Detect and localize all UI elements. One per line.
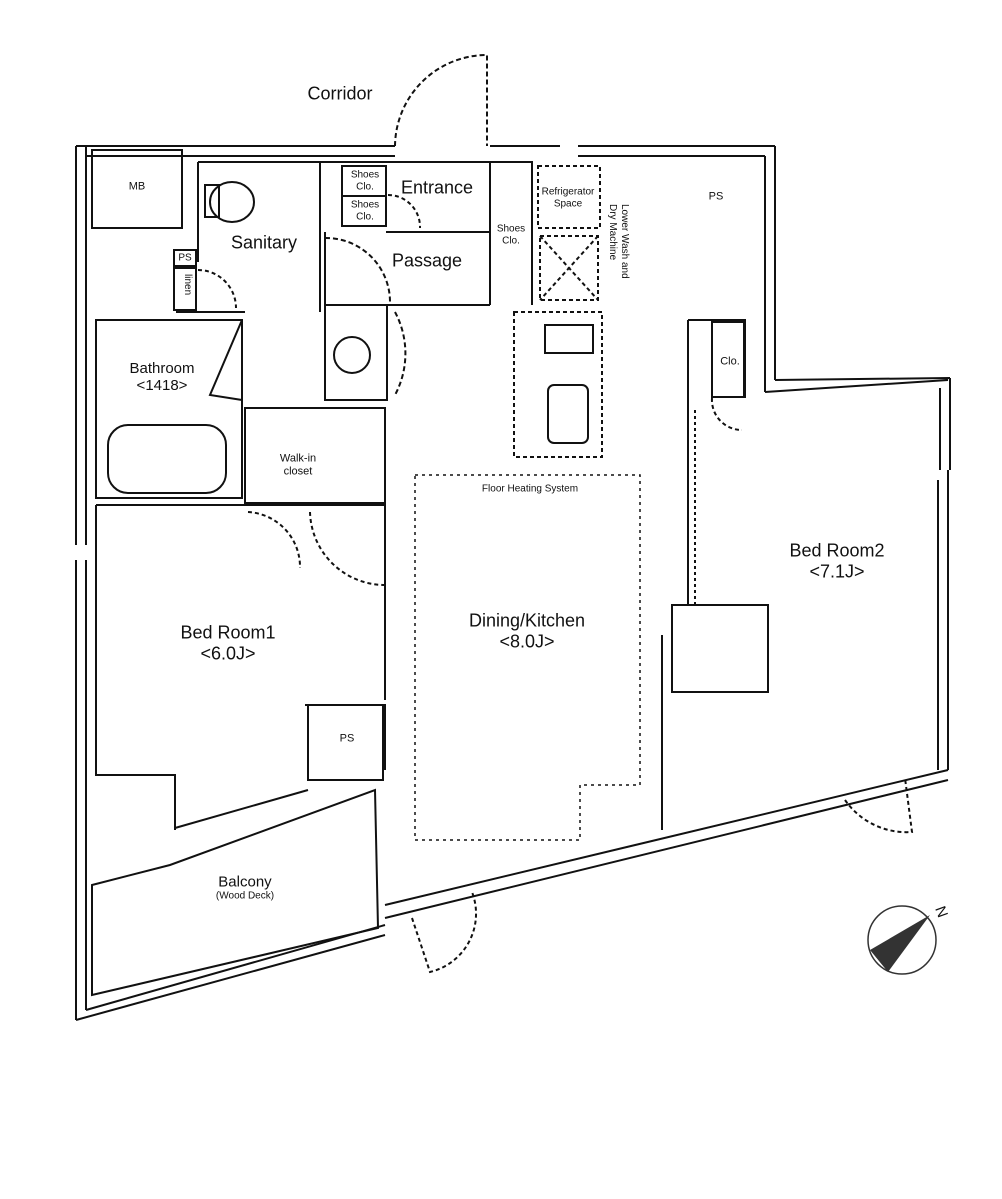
washer-x: [539, 235, 599, 301]
wash-basin: [333, 336, 371, 374]
outer-wall-right-upper: [764, 146, 951, 470]
kitchen-counter: [513, 311, 603, 458]
washer-box: [539, 235, 599, 301]
walk-in-closet-box: [244, 407, 386, 504]
bed-room-2-label: Bed Room2<7.1J>: [789, 540, 885, 581]
stove: [544, 324, 594, 354]
refrigerator-space: [537, 165, 601, 229]
bed1-door-arc-2: [309, 511, 386, 586]
ps-top-right-label: PS: [708, 190, 724, 203]
dining-kitchen-label: Dining/Kitchen<8.0J>: [468, 610, 586, 651]
entrance-door-small: [387, 194, 422, 229]
compass: [867, 905, 937, 975]
mb-label: MB: [128, 180, 146, 193]
balcony-box: [91, 788, 380, 997]
bathtub: [107, 424, 227, 494]
south-wall: [75, 769, 949, 1021]
bath-door: [208, 319, 243, 401]
sink: [547, 384, 589, 444]
outer-wall-left: [75, 146, 87, 1020]
outer-wall-right: [937, 470, 949, 770]
shoes-clo-2-box: [341, 195, 387, 227]
floor-heating-label: Floor Heating System: [481, 483, 579, 495]
passage-door-arc: [324, 236, 391, 303]
bed2-door-arc: [710, 397, 743, 432]
balcony-door-2-arc: [411, 891, 477, 974]
clo-right-label: Clo.: [720, 355, 740, 368]
ps-bottom-label: PS: [339, 732, 355, 745]
ps-small-label: PS: [178, 252, 192, 264]
sanitary-label: Sanitary: [230, 232, 298, 253]
entrance-door-arc: [394, 53, 488, 147]
balcony-door-line: [174, 789, 309, 829]
mb-box: [91, 149, 183, 229]
linen-label: linen: [182, 274, 193, 296]
floor-heating-area: [414, 474, 641, 841]
ps-small-box: [173, 249, 197, 267]
entrance-label: Entrance: [400, 177, 474, 198]
corridor-label: Corridor: [307, 83, 373, 104]
balcony-label: Balcony(Wood Deck): [215, 873, 275, 902]
bed2-south-door: [844, 777, 914, 834]
toilet: [209, 181, 255, 223]
clo-right-box: [711, 321, 745, 398]
utility-box: [324, 304, 388, 401]
bathroom-label: Bathroom<1418>: [129, 359, 195, 394]
linen-door-arc: [197, 269, 237, 309]
bed-room-2-box: [671, 604, 769, 693]
bed1-door-arc: [247, 511, 302, 569]
ps-bottom-box: [307, 704, 384, 781]
outer-wall-top: [76, 145, 775, 157]
bed-room-1-walls: [95, 504, 386, 830]
bathroom-box: [95, 319, 243, 499]
compass-arrow: [870, 915, 930, 972]
linen-box: [173, 267, 197, 311]
passage-label: Passage: [391, 250, 463, 271]
bed-room-1-label: Bed Room1<6.0J>: [180, 622, 276, 663]
utility-door-arc: [394, 311, 407, 396]
toilet-tank: [204, 184, 220, 218]
